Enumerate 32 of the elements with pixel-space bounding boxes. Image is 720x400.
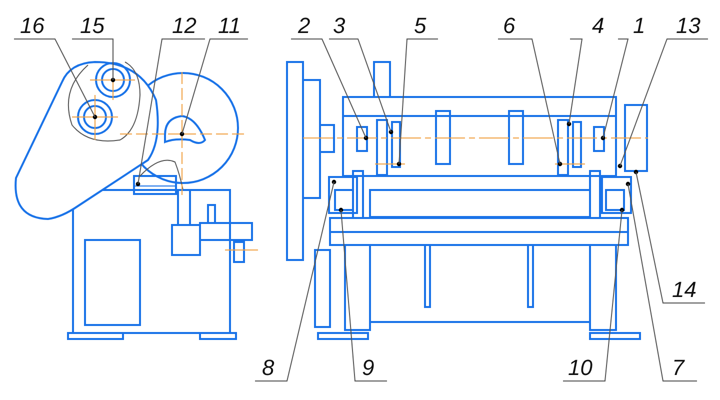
callout-number: 1	[633, 14, 646, 38]
leader-line	[636, 172, 706, 304]
leader-line	[398, 38, 438, 164]
callout-number: 2	[298, 14, 310, 38]
leader-line	[620, 38, 708, 166]
callout-number: 8	[262, 356, 274, 380]
leader-line	[72, 38, 114, 80]
callout-number: 14	[672, 278, 696, 302]
leader-line	[14, 38, 96, 118]
leader-line	[254, 182, 334, 382]
callout-number: 4	[592, 14, 604, 38]
leader-line	[628, 184, 698, 382]
callout-number: 15	[80, 14, 104, 38]
callout-number: 12	[172, 14, 196, 38]
leader-line	[290, 38, 366, 138]
leader-line	[562, 210, 622, 382]
leader-line	[498, 38, 560, 164]
leader-line	[340, 210, 388, 382]
leader-line	[602, 38, 629, 138]
callout-number: 13	[676, 14, 700, 38]
leader-line	[328, 38, 392, 132]
leader-line	[138, 38, 206, 184]
callout-number: 9	[362, 356, 374, 380]
callout-number: 3	[333, 14, 346, 38]
callout-number: 11	[218, 14, 241, 38]
callout-number: 16	[20, 14, 44, 38]
callout-number: 5	[414, 14, 426, 38]
leader-line	[182, 38, 248, 134]
callout-number: 7	[672, 356, 684, 380]
callout-number: 6	[503, 14, 516, 38]
leader-line	[568, 38, 583, 124]
callout-number: 10	[568, 356, 592, 380]
